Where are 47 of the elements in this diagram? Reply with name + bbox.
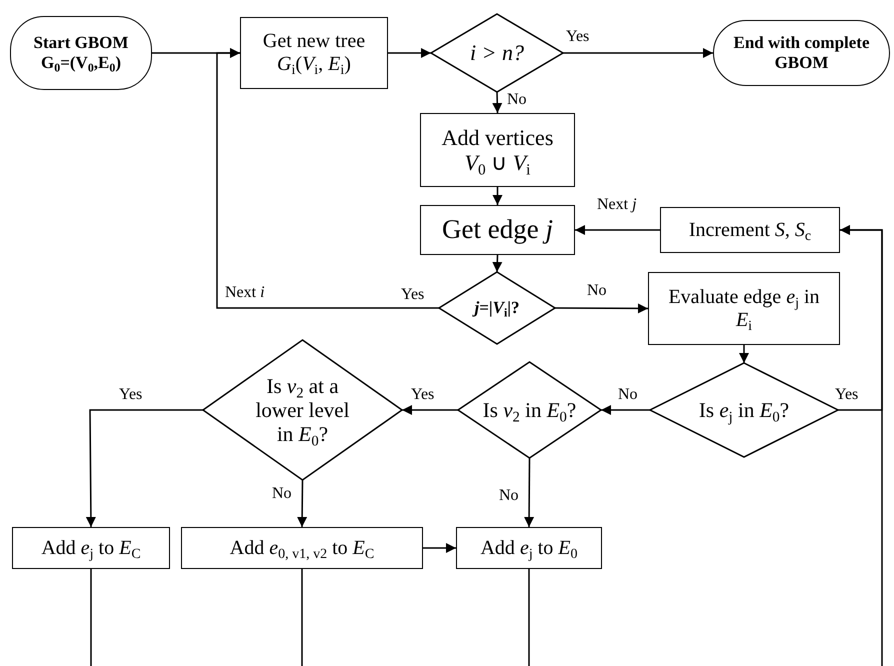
arrow	[840, 225, 883, 666]
process-box	[12, 527, 170, 569]
step-text: End with complete GBOM	[732, 33, 870, 73]
decision-diamond	[439, 272, 555, 344]
process-box	[420, 205, 575, 255]
arrow	[86, 409, 203, 527]
arrow	[423, 543, 456, 553]
process-box	[648, 272, 840, 345]
step-text: Add e$_{j}$ to E$_{0}$	[480, 536, 578, 560]
question-text: Is e$_{j}$ in E$_{0}$?	[698, 398, 790, 422]
question-text: Is v$_{2}$ in E$_{0}$?	[482, 398, 576, 422]
edge-label: Next j	[596, 196, 638, 214]
question-text: i > n?	[470, 40, 524, 66]
process-box	[420, 113, 575, 187]
arrow	[492, 187, 502, 205]
step-text: Get edge j	[442, 214, 553, 246]
step-text: Add e$_{j}$ to E$_{C}$	[41, 536, 141, 560]
question-text: j=|V$_{i}$|?	[474, 298, 520, 318]
process-box	[660, 207, 840, 253]
step-text: Increment S, S$_{c}$	[688, 218, 812, 242]
arrow	[388, 48, 431, 58]
step-text: Add vertices V$_{0}$ ∪ V$_{i}$	[440, 124, 554, 176]
process-box	[456, 527, 602, 569]
connector-line	[301, 569, 303, 666]
arrow	[555, 303, 648, 314]
arrow	[739, 345, 749, 363]
connector-line	[528, 569, 530, 666]
decision-diamond	[431, 14, 563, 92]
arrow	[297, 480, 308, 527]
arrow	[402, 405, 458, 415]
arrow	[524, 458, 534, 527]
arrow	[575, 225, 660, 235]
decision-diamond	[458, 362, 601, 458]
step-text: Evaluate edge e$_{j}$ in E$_{i}$	[667, 286, 821, 332]
arrow	[563, 48, 713, 58]
step-text: Get new tree G$_{i}$(V$_{i}$, E$_{i}$)	[262, 30, 366, 76]
arrow	[601, 405, 650, 415]
step-text: Start GBOM G$_{0}$=(V$_{0}$,E$_{0}$)	[32, 33, 130, 73]
decision-diamond	[203, 340, 402, 480]
connector-line	[90, 569, 92, 666]
arrow	[492, 254, 502, 272]
arrow	[216, 48, 439, 309]
process-box	[240, 17, 388, 89]
question-text: Is v$_{2}$ at a lower level in E$_{0}$?	[254, 374, 350, 446]
process-box	[181, 527, 423, 569]
step-text: Add e$_{0, v1, v2}$ to E$_{C}$	[230, 536, 374, 560]
arrow	[492, 92, 502, 114]
